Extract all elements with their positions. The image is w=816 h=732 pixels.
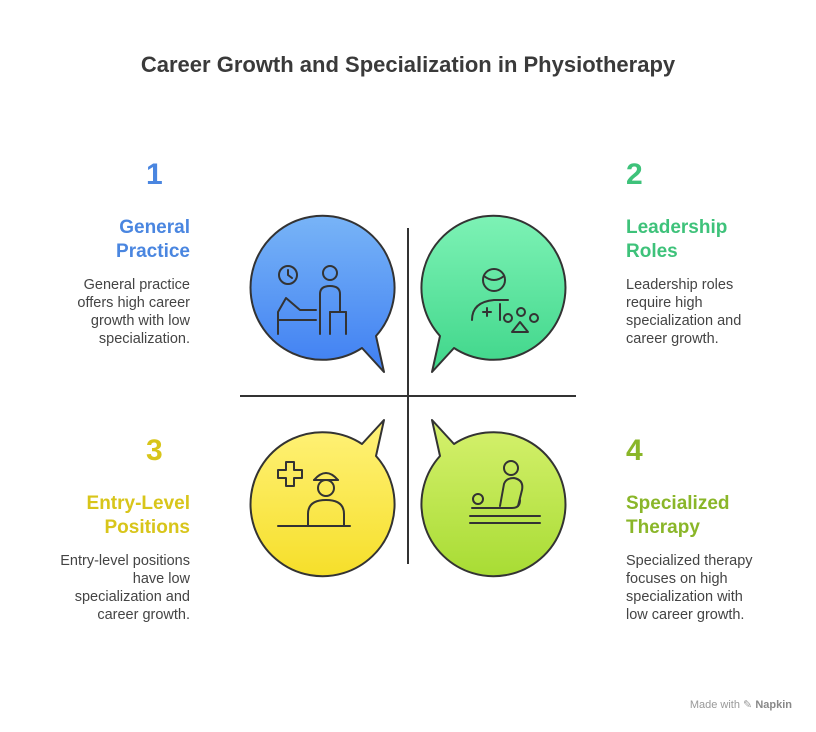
- quadrant-2-bubble: [420, 214, 567, 373]
- page-title: Career Growth and Specialization in Phys…: [140, 52, 676, 77]
- quadrant-2-heading-line: Leadership: [626, 217, 728, 238]
- quadrant-2-description-line: require high: [626, 295, 703, 311]
- quadrant-3-heading-line: Positions: [104, 517, 190, 538]
- quadrant-1-description-line: specialization.: [98, 331, 190, 347]
- quadrant-1-description-line: General practice: [83, 277, 190, 293]
- doctor-patient-icon: [277, 265, 347, 335]
- quadrant-3-heading: Entry-Level Positions: [40, 492, 190, 540]
- nurse-icon: [277, 461, 351, 527]
- leader-icon: [471, 268, 539, 333]
- napkin-logo-icon: ✎: [743, 699, 753, 711]
- quadrant-1-heading: General Practice: [40, 216, 190, 264]
- quadrant-4-heading: Specialized Therapy: [626, 492, 776, 540]
- footer-credit: Made with ✎ Napkin: [690, 698, 792, 711]
- quadrant-3-description: Entry-level positions have low specializ…: [40, 552, 190, 624]
- quadrant-2-description-line: specialization and: [626, 313, 742, 329]
- quadrant-1-heading-line: General: [119, 217, 190, 238]
- quadrant-2-description-line: career growth.: [626, 331, 719, 347]
- quadrant-1-description-line: offers high career: [77, 295, 190, 311]
- quadrant-3-description-line: Entry-level positions: [60, 553, 190, 569]
- quadrant-4-description-line: low career growth.: [626, 607, 745, 623]
- quadrant-2-description-line: Leadership roles: [626, 277, 734, 293]
- quadrant-4-number: 4: [626, 434, 643, 467]
- quadrant-3-heading-line: Entry-Level: [86, 493, 190, 514]
- quadrant-2-heading-line: Roles: [626, 241, 678, 262]
- quadrant-4-description-line: focuses on high: [626, 571, 728, 587]
- quadrant-2-heading: Leadership Roles: [626, 216, 776, 264]
- quadrant-4-description-line: specialization with: [626, 589, 743, 605]
- footer-prefix: Made with: [689, 699, 740, 711]
- quadrant-1-description: General practice offers high career grow…: [40, 276, 190, 348]
- quadrant-3-description-line: have low: [132, 571, 190, 587]
- quadrant-3-description-line: career growth.: [97, 607, 190, 623]
- quadrant-4-heading-line: Specialized: [626, 493, 730, 514]
- quadrant-1-heading-line: Practice: [116, 241, 190, 262]
- quadrant-4-description: Specialized therapy focuses on high spec…: [626, 552, 776, 624]
- quadrant-1-number: 1: [146, 158, 163, 191]
- quadrant-2-description: Leadership roles require high specializa…: [626, 276, 776, 348]
- quadrant-3-number: 3: [146, 434, 163, 467]
- massage-therapy-icon: [469, 460, 541, 524]
- quadrant-4-description-line: Specialized therapy: [626, 553, 753, 569]
- quadrant-1-description-line: growth with low: [90, 313, 190, 329]
- quadrant-4-heading-line: Therapy: [626, 517, 700, 538]
- footer-brand: Napkin: [755, 699, 792, 711]
- quadrant-3-description-line: specialization and: [74, 589, 190, 605]
- quadrant-4-bubble: [420, 419, 567, 578]
- quadrant-1-bubble: [249, 214, 396, 373]
- quadrant-3-bubble: [249, 419, 396, 578]
- quadrant-2-number: 2: [626, 158, 643, 191]
